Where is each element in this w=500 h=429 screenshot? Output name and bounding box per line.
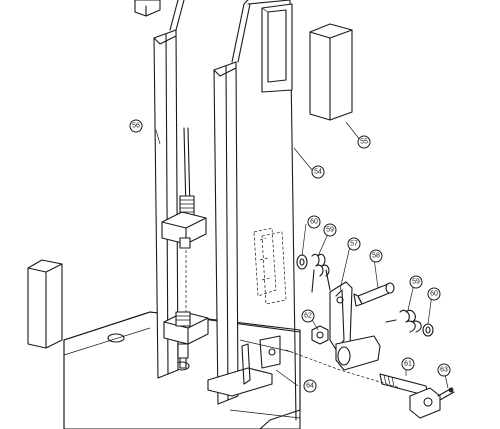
callout-c60b: 60 (427, 287, 441, 301)
spring-right (385, 309, 422, 333)
clip-63 (437, 387, 455, 401)
callout-label: 59 (326, 227, 334, 234)
washer-left (296, 254, 308, 270)
callout-label: 61 (404, 361, 412, 368)
callout-c54: 54 (311, 165, 325, 179)
callout-c63: 63 (437, 363, 451, 377)
callout-label: 54 (314, 169, 322, 176)
callout-label: 55 (360, 139, 368, 146)
callout-c57: 57 (347, 237, 361, 251)
callout-circle (303, 379, 317, 393)
top-block (134, 0, 161, 17)
callout-circle (437, 363, 451, 377)
shaft-61 (379, 373, 441, 419)
washer-right (422, 323, 434, 337)
spring-left (311, 253, 331, 293)
callout-circle (301, 309, 315, 323)
rail-left (153, 0, 185, 379)
ghost-bracket (253, 227, 287, 305)
rod-assembly (161, 127, 209, 369)
block-55 (309, 23, 353, 121)
callout-circle (307, 215, 321, 229)
callout-label: 63 (440, 367, 448, 374)
callout-c61: 61 (401, 357, 415, 371)
callout-circle (323, 223, 337, 237)
callout-circle (369, 249, 383, 263)
callout-label: 56 (132, 123, 140, 130)
callout-label: 64 (306, 383, 314, 390)
plate-slot (261, 3, 293, 93)
callout-circle (427, 287, 441, 301)
pin-58 (353, 282, 395, 307)
callout-circle (347, 237, 361, 251)
callout-circle (409, 275, 423, 289)
lever-57 (329, 281, 381, 371)
callout-label: 58 (372, 253, 380, 260)
callout-circle (401, 357, 415, 371)
callout-c62: 62 (301, 309, 315, 323)
callout-c64: 64 (303, 379, 317, 393)
callouts: 55 56 54 60 59 57 58 59 60 62 61 63 64 (129, 119, 451, 393)
nut-62 (311, 325, 329, 345)
left-block (27, 259, 63, 349)
callout-c58: 58 (369, 249, 383, 263)
callout-label: 57 (350, 241, 358, 248)
bracket-64 (207, 335, 281, 397)
callout-c55: 55 (357, 135, 371, 149)
callout-c59b: 59 (409, 275, 423, 289)
callout-label: 60 (430, 291, 438, 298)
callout-c59a: 59 (323, 223, 337, 237)
callout-c60a: 60 (307, 215, 321, 229)
callout-label: 62 (304, 313, 312, 320)
callout-label: 60 (310, 219, 318, 226)
callout-circle (311, 165, 325, 179)
assembly-axis (285, 349, 401, 389)
callout-c56: 56 (129, 119, 143, 133)
rail-right (213, 3, 251, 405)
callout-circle (357, 135, 371, 149)
callout-label: 59 (412, 279, 420, 286)
callout-circle (129, 119, 143, 133)
